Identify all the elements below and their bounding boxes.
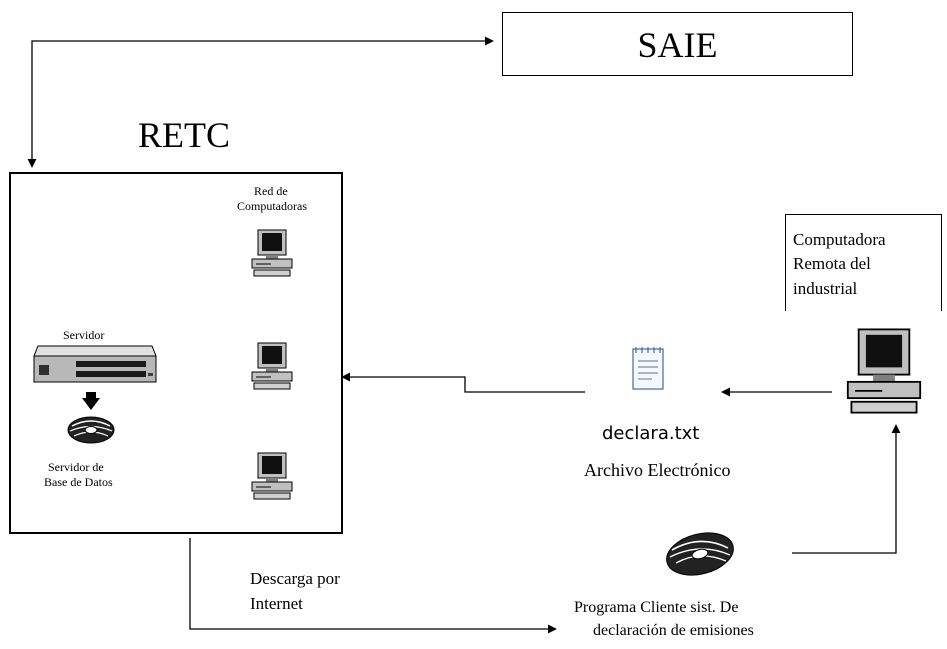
db-label-line1: Servidor de bbox=[48, 460, 104, 474]
network-label-line1: Red de bbox=[254, 184, 288, 198]
client-to-remote-arrow bbox=[792, 424, 901, 554]
retc-label: RETC bbox=[138, 115, 231, 155]
database-link-icon bbox=[82, 392, 100, 410]
saie-box: SAIE bbox=[502, 12, 853, 76]
remote-label-line1: Computadora bbox=[793, 230, 886, 249]
client-label-line1: Programa Cliente sist. De bbox=[574, 599, 739, 616]
saie-retc-link bbox=[27, 36, 494, 168]
remote-computer-box bbox=[785, 214, 942, 311]
file-to-retc-arrow bbox=[341, 372, 585, 393]
file-caption: Archivo Electrónico bbox=[584, 460, 731, 480]
server-icon bbox=[33, 345, 157, 383]
saie-label: SAIE bbox=[637, 25, 718, 65]
desktop-computer-icon bbox=[251, 452, 293, 500]
desktop-computer-icon bbox=[251, 229, 293, 277]
download-label-line1: Descarga por bbox=[250, 569, 340, 588]
remote-label-line3: industrial bbox=[793, 279, 858, 298]
database-disk-icon bbox=[67, 416, 115, 444]
download-label-line2: Internet bbox=[250, 594, 303, 613]
file-name: declara.txt bbox=[602, 423, 700, 444]
network-label-line2: Computadoras bbox=[237, 199, 307, 213]
download-arrow bbox=[189, 538, 557, 634]
cd-disk-icon bbox=[666, 532, 734, 576]
text-document-icon bbox=[632, 347, 664, 390]
db-label-line2: Base de Datos bbox=[44, 475, 113, 489]
client-label-line2: declaración de emisiones bbox=[593, 622, 754, 639]
remote-label-line2: Remota del bbox=[793, 254, 871, 273]
desktop-computer-icon bbox=[251, 342, 293, 390]
server-label: Servidor bbox=[63, 328, 105, 342]
desktop-computer-icon bbox=[846, 328, 922, 414]
